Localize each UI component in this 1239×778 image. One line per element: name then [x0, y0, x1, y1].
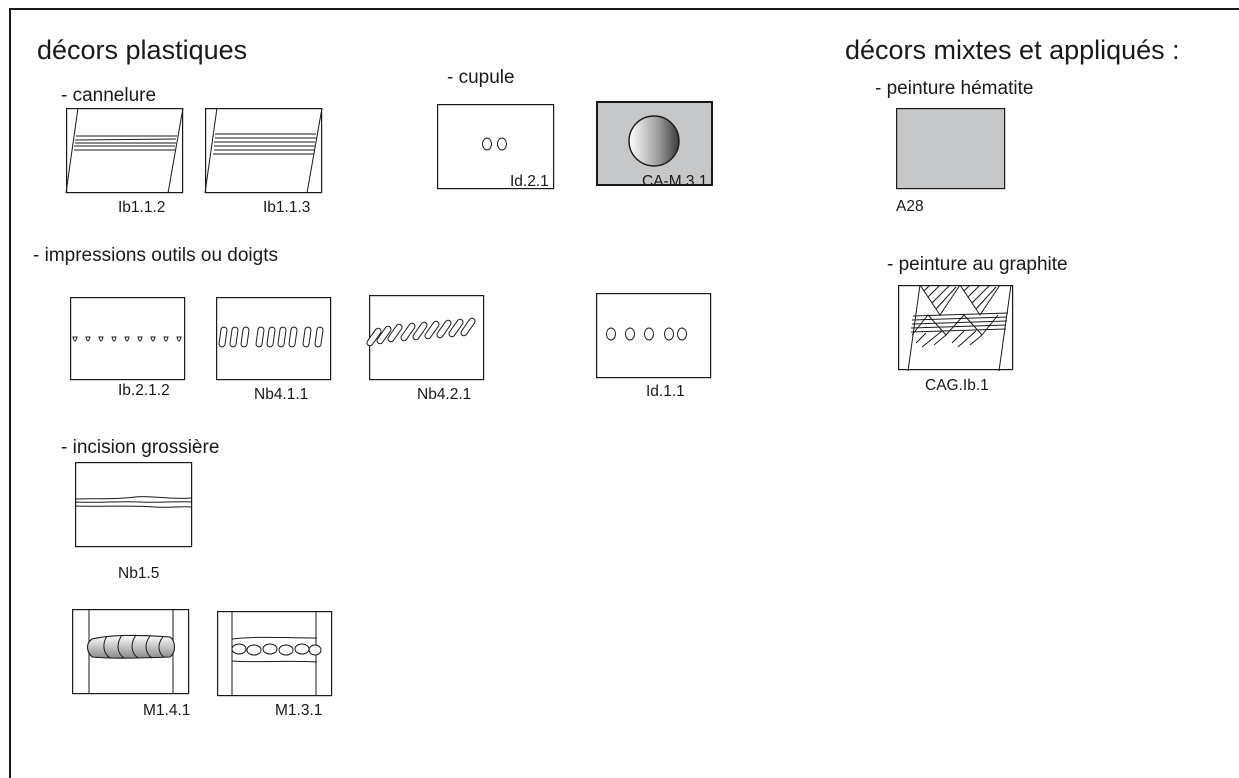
- label-a28: A28: [896, 198, 924, 215]
- decor-nb15: [74, 462, 193, 548]
- section-impressions: - impressions outils ou doigts: [33, 245, 278, 266]
- decor-id11: [596, 293, 712, 379]
- decor-nb411: [216, 297, 332, 381]
- label-m131: M1.3.1: [275, 702, 323, 719]
- heading-decors-mixtes: décors mixtes et appliqués :: [845, 35, 1180, 65]
- section-incision: - incision grossière: [61, 437, 220, 458]
- decor-ib113: [204, 107, 323, 194]
- decor-cam31: [596, 101, 713, 186]
- label-id11: Id.1.1: [646, 383, 685, 400]
- label-ib112: Ib1.1.2: [118, 199, 166, 216]
- page-frame: [9, 8, 1239, 778]
- label-nb15: Nb1.5: [118, 565, 160, 582]
- decor-m141: [72, 609, 190, 695]
- decor-m131: [217, 611, 333, 697]
- decor-ib212: [70, 297, 186, 381]
- label-m141: M1.4.1: [143, 702, 191, 719]
- label-cam31: CA-M.3.1: [642, 173, 708, 190]
- label-ib212: Ib.2.1.2: [118, 382, 170, 399]
- decor-a28: [896, 108, 1006, 190]
- label-nb411: Nb4.1.1: [254, 386, 309, 403]
- section-cannelure: - cannelure: [61, 85, 157, 106]
- section-peinture-hematite: - peinture hématite: [875, 78, 1034, 99]
- label-ib113: Ib1.1.3: [263, 199, 311, 216]
- label-id21: Id.2.1: [510, 173, 549, 190]
- decor-ib112: [65, 107, 184, 194]
- decor-nb421: [366, 295, 485, 381]
- section-peinture-graphite: - peinture au graphite: [887, 254, 1068, 275]
- decor-cagib1: [898, 285, 1014, 371]
- decor-id21: [437, 104, 555, 190]
- label-nb421: Nb4.2.1: [417, 386, 472, 403]
- heading-decors-plastiques: décors plastiques: [37, 35, 248, 65]
- section-cupule: - cupule: [447, 67, 515, 88]
- label-cagib1: CAG.Ib.1: [925, 377, 989, 394]
